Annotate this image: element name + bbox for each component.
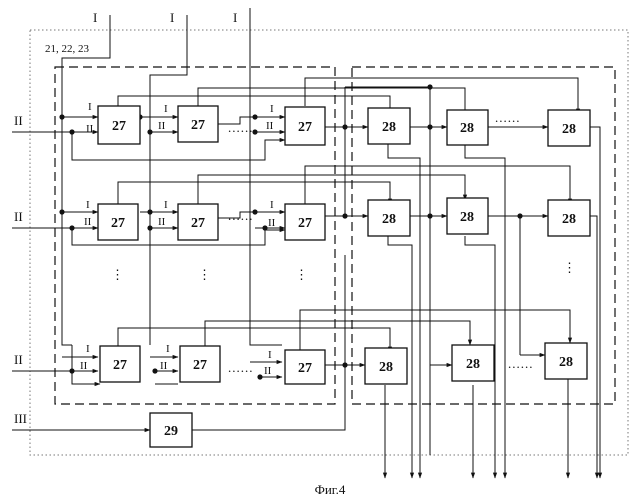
port-label: I bbox=[268, 349, 272, 361]
port-label: I bbox=[164, 103, 168, 115]
block-27-label: 27 bbox=[112, 119, 126, 134]
ellipsis-horizontal: ...... bbox=[495, 110, 521, 125]
left-inputs bbox=[12, 132, 98, 371]
port-label: II bbox=[80, 360, 88, 372]
ellipsis-horizontal: ...... bbox=[228, 208, 254, 223]
ellipsis-vertical: ⋮ bbox=[198, 267, 212, 282]
block-28-label: 28 bbox=[562, 122, 576, 137]
block-27-label: 27 bbox=[113, 358, 127, 373]
row2-wiring bbox=[62, 87, 597, 478]
port-label: II bbox=[266, 120, 274, 132]
block-29-label: 29 bbox=[164, 424, 178, 439]
block-27-label: 27 bbox=[191, 118, 205, 133]
block-27-label: 27 bbox=[191, 216, 205, 231]
block-28-row1-col3: 28 bbox=[548, 110, 590, 146]
block-28-row3-col1: 28 bbox=[365, 348, 407, 384]
left-input-label-2: II bbox=[14, 209, 23, 224]
block-28-row1-col2: 28 bbox=[447, 110, 488, 145]
block-29: 29 bbox=[150, 413, 192, 447]
block-27-row1-col2: 27 bbox=[178, 106, 218, 142]
left-input-label-1: II bbox=[14, 113, 23, 128]
block-27-row2-col3: 27 bbox=[285, 204, 325, 240]
top-input-label-3: I bbox=[233, 10, 237, 25]
group-label: 21, 22, 23 bbox=[45, 43, 90, 55]
block-28-label: 28 bbox=[382, 212, 396, 227]
figure-caption: Фиг.4 bbox=[315, 482, 346, 497]
ellipsis-vertical: ⋮ bbox=[111, 267, 125, 282]
block-28-row2-col1: 28 bbox=[368, 200, 410, 236]
port-label: II bbox=[160, 360, 168, 372]
block-27-row2-col2: 27 bbox=[178, 204, 218, 240]
port-label: II bbox=[264, 365, 272, 377]
block-28-label: 28 bbox=[460, 210, 474, 225]
block-27-row3-col3: 27 bbox=[285, 350, 325, 384]
block-28-row2-col2: 28 bbox=[447, 198, 488, 234]
block-27-row1-col1: 27 bbox=[98, 106, 140, 144]
block-28-row1-col1: 28 bbox=[368, 108, 410, 144]
top-input-label-1: I bbox=[93, 10, 97, 25]
ellipsis-horizontal: ...... bbox=[228, 120, 254, 135]
row1-wiring bbox=[62, 78, 600, 478]
input-three-label: III bbox=[14, 411, 27, 426]
port-label: II bbox=[158, 216, 166, 228]
block-27-label: 27 bbox=[298, 216, 312, 231]
port-label: II bbox=[158, 120, 166, 132]
top-inputs bbox=[62, 8, 282, 345]
port-label: I bbox=[270, 199, 274, 211]
block-28-row2-col3: 28 bbox=[548, 200, 590, 236]
block-28-label: 28 bbox=[466, 357, 480, 372]
block-27-label: 27 bbox=[298, 120, 312, 135]
ellipsis-vertical: ⋮ bbox=[563, 260, 577, 275]
port-label: II bbox=[86, 123, 94, 135]
block-27-row1-col3: 27 bbox=[285, 107, 325, 145]
ellipsis-horizontal: ...... bbox=[508, 356, 534, 371]
block-27-row3-col1: 27 bbox=[100, 346, 140, 382]
ellipses: ...... ...... ...... ...... ...... ⋮ ⋮ ⋮… bbox=[111, 110, 577, 375]
port-label: I bbox=[166, 343, 170, 355]
block-28-label: 28 bbox=[562, 212, 576, 227]
block-28-label: 28 bbox=[382, 120, 396, 135]
block-27-label: 27 bbox=[298, 361, 312, 376]
top-input-label-2: I bbox=[170, 10, 174, 25]
port-label: II bbox=[84, 216, 92, 228]
block-28-label: 28 bbox=[559, 355, 573, 370]
block-28-label: 28 bbox=[460, 121, 474, 136]
port-label: I bbox=[270, 103, 274, 115]
block-27-row2-col1: 27 bbox=[98, 204, 138, 240]
left-input-label-3: II bbox=[14, 352, 23, 367]
block-28-row3-col3: 28 bbox=[545, 343, 587, 379]
port-label: I bbox=[86, 343, 90, 355]
ellipsis-horizontal: ...... bbox=[228, 360, 254, 375]
outer-boundary bbox=[30, 30, 628, 455]
ellipsis-vertical: ⋮ bbox=[295, 267, 309, 282]
port-label: I bbox=[88, 101, 92, 113]
block-27-label: 27 bbox=[111, 216, 125, 231]
port-label: I bbox=[86, 199, 90, 211]
block-27-row3-col2: 27 bbox=[180, 346, 220, 382]
block-27-label: 27 bbox=[193, 358, 207, 373]
block-28-row3-col2: 28 bbox=[452, 345, 494, 381]
block-28-label: 28 bbox=[379, 360, 393, 375]
port-label: II bbox=[268, 217, 276, 229]
port-label: I bbox=[164, 199, 168, 211]
